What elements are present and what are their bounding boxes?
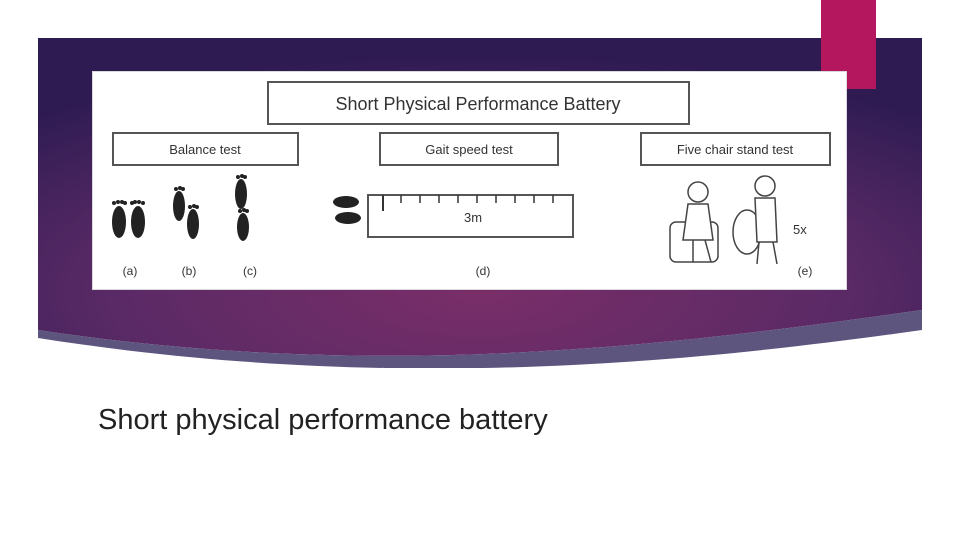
- panel-label-a: (a): [123, 264, 138, 278]
- gait-box: [379, 132, 559, 166]
- person-seated-icon: [669, 181, 719, 263]
- balance-label: Balance test: [169, 142, 241, 157]
- figure-title: Short Physical Performance Battery: [335, 94, 620, 114]
- panel-label-c: (c): [243, 264, 257, 278]
- feet-tandem-icon: [235, 174, 249, 241]
- panel-label-e: (e): [798, 264, 813, 278]
- panel-label-d: (d): [476, 264, 491, 278]
- title-box: [267, 81, 690, 125]
- chair-repetitions: 5x: [793, 222, 807, 237]
- chair-box: [640, 132, 831, 166]
- person-standing-icon: [732, 175, 778, 265]
- ruler-3m: [367, 194, 574, 238]
- ruler-distance-label: 3m: [464, 210, 482, 225]
- sppb-diagram: Short Physical Performance Battery Balan…: [112, 81, 831, 278]
- feet-side-by-side-icon: [112, 200, 145, 238]
- panel-label-b: (b): [182, 264, 197, 278]
- feet-semi-tandem-icon: [173, 186, 199, 239]
- swoosh-band: [38, 310, 922, 368]
- feet-walking-icon: [333, 196, 361, 224]
- balance-box: [112, 132, 299, 166]
- slide-caption: Short physical performance battery: [98, 404, 548, 436]
- chair-label: Five chair stand test: [677, 142, 794, 157]
- sppb-figure: Short Physical Performance Battery Balan…: [92, 71, 847, 290]
- gait-label: Gait speed test: [425, 142, 513, 157]
